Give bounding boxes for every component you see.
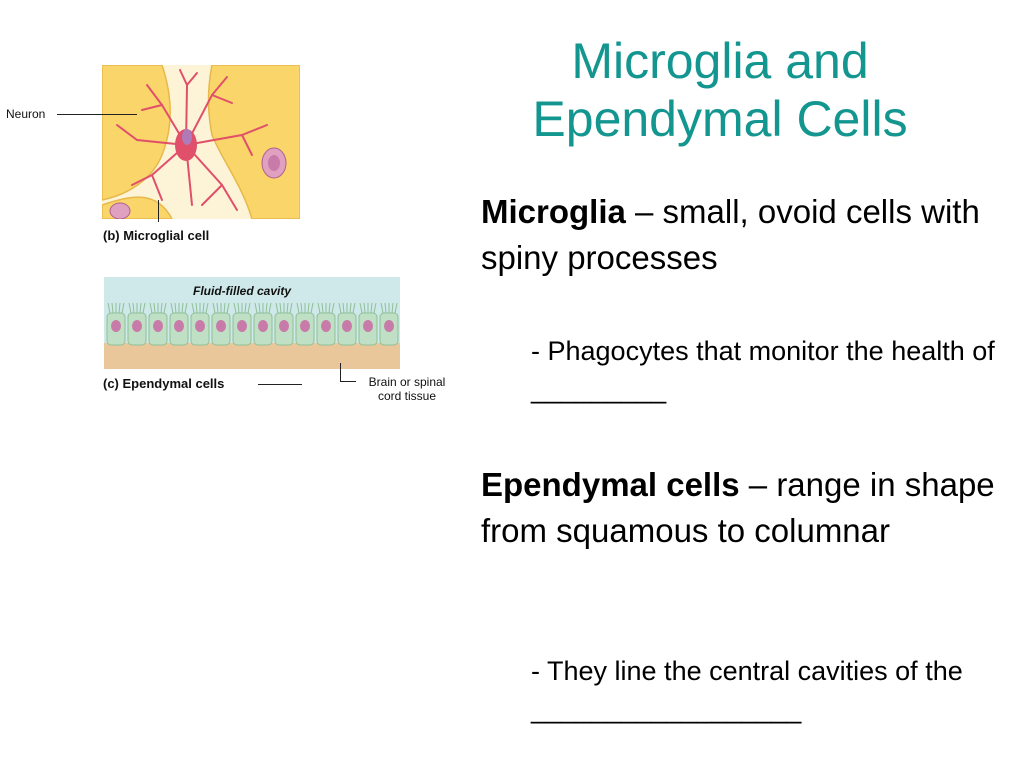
tissue-leader-line [340,363,341,381]
microglia-point: Microglia – small, ovoid cells with spin… [481,189,1011,281]
cilium [181,302,184,314]
ependymal-nucleus [300,320,310,332]
ependymal-nucleus [132,320,142,332]
cilium [216,302,219,314]
ependymal-nucleus [258,320,268,332]
fluid-filled-cavity-label: Fluid-filled cavity [193,284,292,298]
cilium [321,302,324,314]
cilium [223,302,226,314]
cilium [265,302,268,314]
cilium [118,302,121,314]
cilium [391,302,394,314]
cilium [300,302,303,314]
title-line-1: Microglia and [571,33,869,89]
cilium [132,302,135,314]
cilium [286,302,289,314]
ependymal-nucleus [279,320,289,332]
neuron-label: Neuron [6,107,46,121]
cilium [279,302,282,314]
cilium [373,302,377,314]
title-line-2: Ependymal Cells [532,91,908,147]
cilium [233,302,237,314]
cilium [139,302,142,314]
cilium [384,302,387,314]
microglia-subpoint: - Phagocytes that monitor the health of … [531,336,995,404]
ependymal-leader-line [258,384,302,385]
cilium [349,302,352,314]
cilium [226,302,230,314]
tissue-label: Brain or spinal cord tissue [361,375,453,403]
cilium [317,302,321,314]
ependymal-point: Ependymal cells – range in shape from sq… [481,462,1011,554]
cilium [202,302,205,314]
cilium [205,302,209,314]
cilium [212,302,216,314]
neuron-leader-line [57,114,137,115]
cilium [370,302,373,314]
ependymal-definition: – range in shape from squamous to column… [481,466,995,549]
cilium [342,302,345,314]
cilium [184,302,188,314]
cilium [394,302,398,314]
cilium [160,302,163,314]
cilium [268,302,272,314]
ependymal-nucleus [237,320,247,332]
ependymal-subpoint: - They line the central cavities of the … [531,656,963,724]
cilium [352,302,356,314]
cilium [163,302,167,314]
cilium [307,302,310,314]
cilium [258,302,261,314]
ependymal-nucleus [363,320,373,332]
ependymal-nucleus [384,320,394,332]
cilium [142,302,146,314]
ependymal-nucleus [321,320,331,332]
tissue-leader-line-h [340,381,356,382]
cilium [328,302,331,314]
cilium [149,302,153,314]
cilium [331,302,335,314]
microglia-term: Microglia [481,193,626,230]
cilium [310,302,314,314]
cilium [296,302,300,314]
cilium [111,302,114,314]
ependymal-nucleus [195,320,205,332]
cilium [174,302,177,314]
tissue-label-line-1: Brain or spinal [368,375,446,389]
cilium [244,302,247,314]
ependymal-cells-caption: (c) Ependymal cells [103,376,225,391]
cilium [363,302,366,314]
cilium [247,302,251,314]
ependymal-nucleus [111,320,121,332]
ependymal-nucleus [153,320,163,332]
cilium [237,302,240,314]
cilium [289,302,293,314]
cilium [128,302,132,314]
ependymal-nucleus [174,320,184,332]
cilium [153,302,156,314]
cilium [121,302,125,314]
tissue-label-line-2: cord tissue [377,389,437,403]
cilium [359,302,363,314]
ependymal-nucleus [216,320,226,332]
ependymal-term: Ependymal cells [481,466,740,503]
ependymal-cells-illustration [104,277,400,369]
ependymal-nucleus [342,320,352,332]
cilium [107,302,111,314]
microglial-cell-illustration [102,65,300,219]
cilium [254,302,258,314]
cilium [380,302,384,314]
cilium [275,302,279,314]
microglial-cell-caption: (b) Microglial cell [103,228,210,243]
microglia-leader-line [158,200,159,222]
cilium [170,302,174,314]
microglia-definition: – small, ovoid cells with spiny processe… [481,193,980,276]
cilium [195,302,198,314]
cilium [338,302,342,314]
cilium [191,302,195,314]
slide-title: Microglia and Ependymal Cells [470,32,970,148]
